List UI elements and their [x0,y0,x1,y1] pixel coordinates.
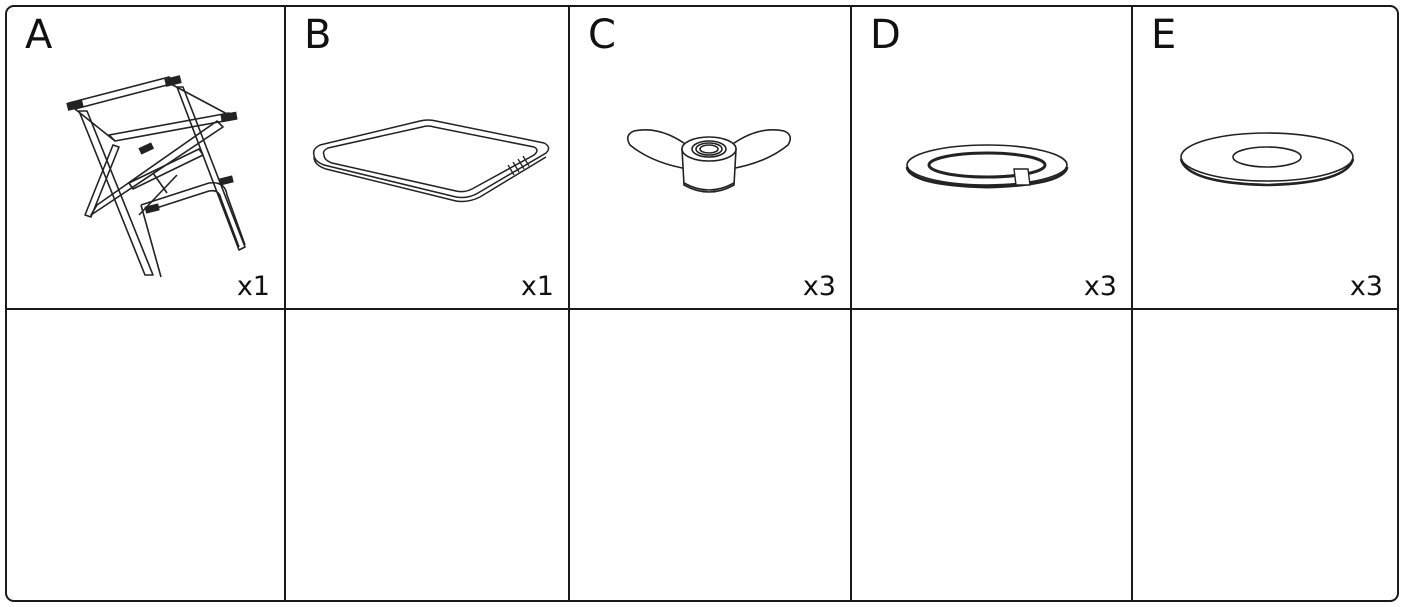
empty-cell [286,310,570,600]
part-letter: C [588,12,616,58]
part-cell-e: E x3 [1133,7,1397,310]
flat-washer-icon [1177,129,1357,194]
part-letter: E [1151,12,1177,58]
part-letter: B [304,12,332,58]
split-lock-washer-icon [902,139,1072,199]
part-quantity: x3 [802,271,836,302]
wing-nut-icon [622,119,797,204]
empty-cell [1133,310,1397,600]
part-cell-d: D x3 [852,7,1133,310]
empty-cell [7,310,286,600]
part-quantity: x1 [236,271,270,302]
empty-cell [570,310,852,600]
part-cell-b: B x1 [286,7,570,310]
part-cell-a: A [7,7,286,310]
part-letter: A [25,12,53,58]
part-letter: D [870,12,901,58]
part-cell-c: C x3 [570,7,852,310]
empty-cell [852,310,1133,600]
part-quantity: x3 [1349,271,1383,302]
part-quantity: x3 [1083,271,1117,302]
parts-list-table: A [5,5,1399,602]
square-tray-frame-icon [308,115,553,205]
luggage-rack-frame-icon [49,65,259,295]
part-quantity: x1 [520,271,554,302]
